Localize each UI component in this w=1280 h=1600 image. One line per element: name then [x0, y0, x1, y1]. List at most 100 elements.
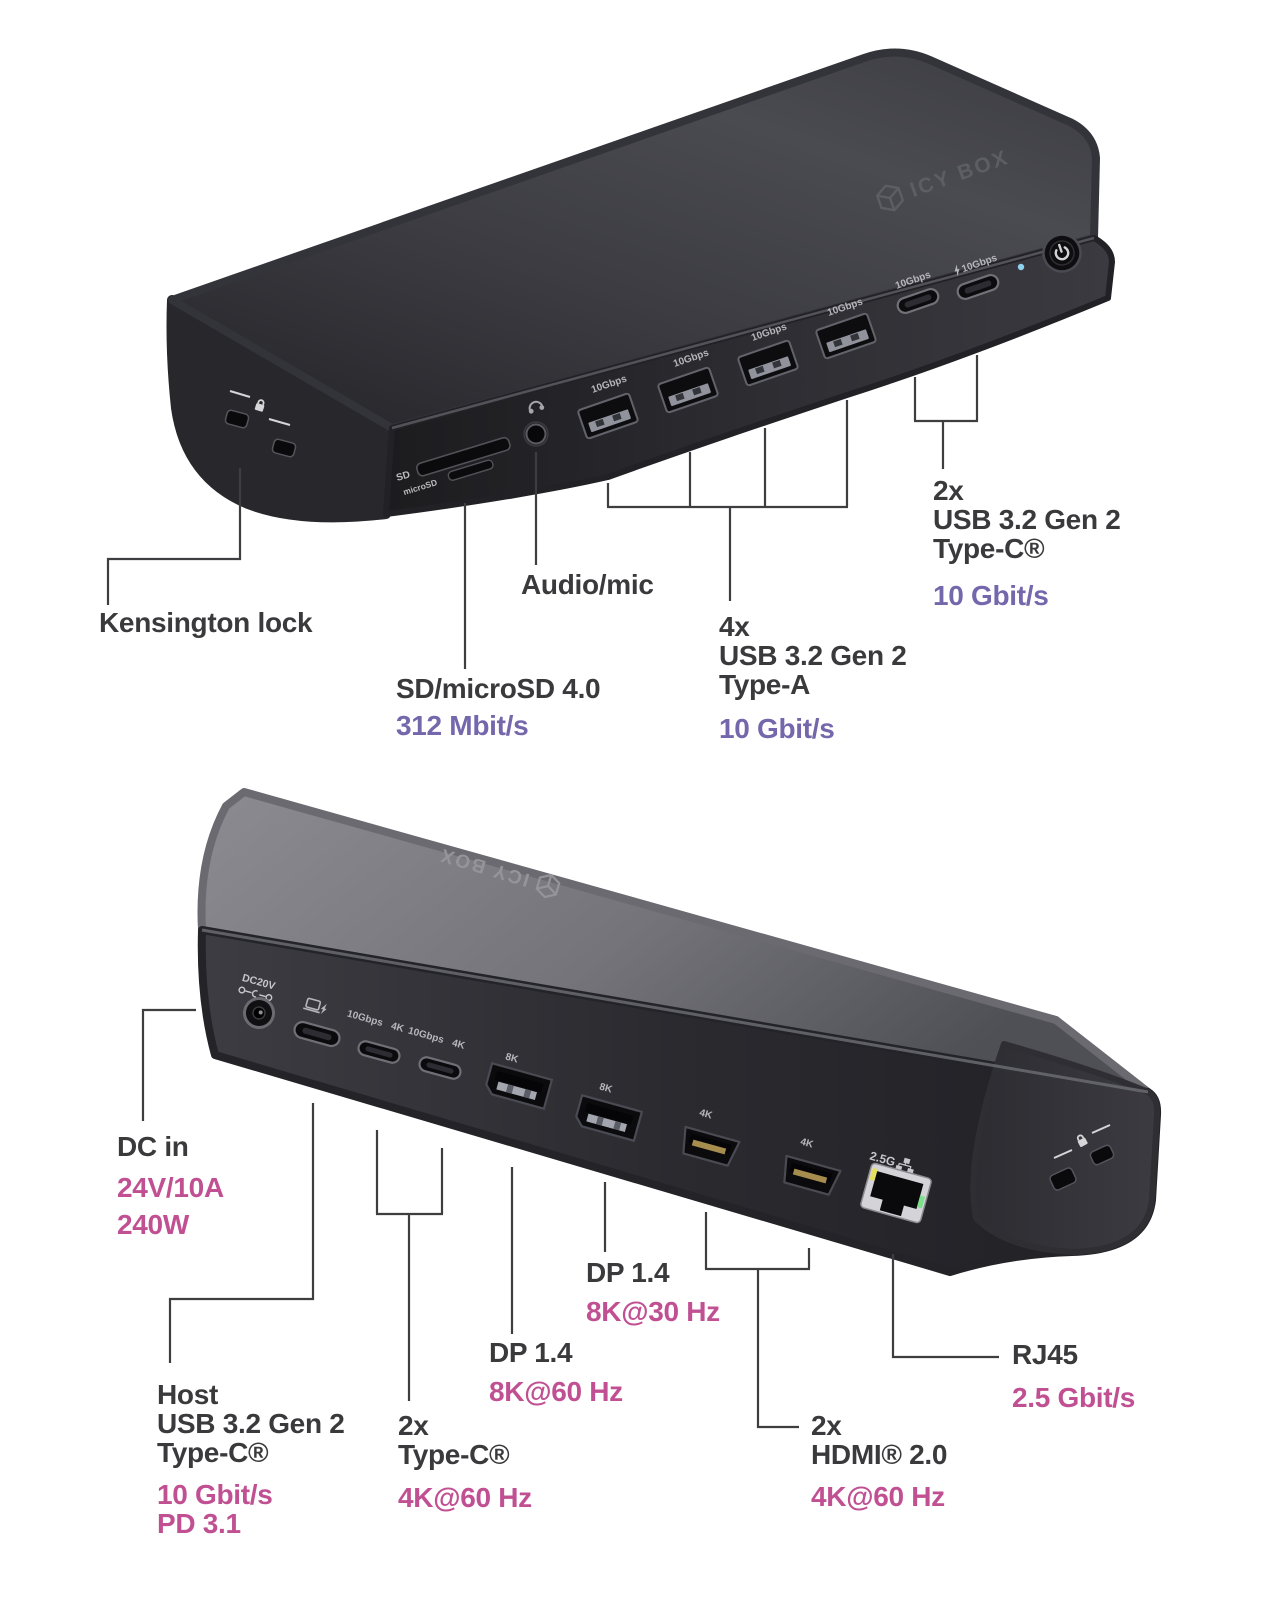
hdmi-marking-1: 4K	[698, 1108, 714, 1122]
dock-rear-view: ICY BOX DC20V 10Gbps	[197, 788, 1162, 1276]
callout-hdmi: 2x HDMI® 2.0 4K@60 Hz	[811, 1411, 947, 1511]
rj45-port	[860, 1162, 932, 1224]
microsd-card-slot	[447, 459, 494, 481]
usb-c-port-2	[956, 274, 1000, 300]
host-usb-c-port	[293, 1020, 341, 1048]
callout-audio: Audio/mic	[521, 570, 654, 599]
callout-standard: HDMI® 2.0	[811, 1439, 948, 1470]
svg-text:4K: 4K	[390, 1021, 406, 1035]
usb-c-video-port-1	[357, 1040, 401, 1064]
hdmi-port-2	[783, 1154, 842, 1196]
usb-a-port-2	[657, 366, 719, 414]
dp-marking-2: 8K	[598, 1082, 614, 1096]
hdmi-port-1	[682, 1125, 741, 1167]
icybox-logo-icon	[875, 184, 905, 212]
callout-dc-in: DC in 24V/10A 240W	[117, 1132, 224, 1239]
callout-count: 2x	[933, 475, 964, 506]
callout-count: 4x	[719, 611, 750, 642]
callout-connector: Type-C®	[398, 1439, 510, 1470]
callout-value: 240W	[117, 1209, 189, 1240]
callout-count: 2x	[398, 1410, 429, 1441]
callout-connector: Type-C®	[157, 1437, 269, 1468]
power-button	[1042, 233, 1082, 273]
callout-standard: USB 3.2 Gen 2	[933, 504, 1121, 535]
sd-marking: SD	[395, 469, 412, 484]
callout-usb-c-video: 2x Type-C® 4K@60 Hz	[398, 1411, 532, 1512]
callout-title: DP 1.4	[586, 1257, 670, 1288]
kensington-slot-2	[1089, 1144, 1115, 1166]
callout-connector: Type-C®	[933, 533, 1045, 564]
kensington-lock-icon	[254, 399, 265, 412]
usb-c-video-port-2	[418, 1056, 462, 1080]
lightning-icon	[954, 264, 960, 277]
kensington-slot-1	[224, 409, 250, 429]
front-top-face	[168, 48, 1100, 432]
kensington-dash-left	[229, 390, 251, 398]
callout-value: 4K@60 Hz	[811, 1481, 945, 1512]
svg-text:4K: 4K	[451, 1038, 467, 1052]
callout-title: Audio/mic	[521, 569, 654, 600]
callout-value: 8K@30 Hz	[586, 1296, 720, 1327]
audio-jack-port	[523, 421, 549, 447]
status-led	[1017, 263, 1025, 271]
callout-standard: USB 3.2 Gen 2	[157, 1408, 345, 1439]
callout-dp-1: DP 1.4 8K@60 Hz	[489, 1338, 623, 1406]
dp-port-1	[485, 1061, 554, 1111]
dock-front-view: ICY BOX SD microSD	[166, 48, 1115, 523]
callout-value: 8K@60 Hz	[489, 1376, 623, 1407]
callout-usb-a: 4x USB 3.2 Gen 2 Type-A 10 Gbit/s	[719, 612, 907, 743]
usb-c-port-1	[896, 288, 940, 314]
callout-title: DC in	[117, 1131, 189, 1162]
callout-value: 24V/10A	[117, 1172, 224, 1203]
sd-card-slot	[416, 436, 511, 481]
rear-right-cap	[970, 1041, 1161, 1255]
callout-speed: 10 Gbit/s	[719, 713, 835, 744]
callout-value: 4K@60 Hz	[398, 1482, 532, 1513]
callout-lines	[106, 355, 999, 1429]
callout-line-usb-a	[606, 400, 849, 601]
callout-line-host	[168, 1103, 315, 1363]
callout-line-dc-in	[141, 1008, 196, 1121]
callout-count: 2x	[811, 1410, 842, 1441]
dp-port-2	[575, 1093, 644, 1143]
usb-a-port-1	[577, 392, 639, 440]
lan-led-green	[916, 1195, 926, 1209]
headphone-icon	[528, 400, 545, 414]
kensington-slot-2	[271, 438, 297, 458]
front-left-cap	[166, 295, 397, 523]
rear-edge-highlight-line	[201, 928, 1149, 1094]
icybox-logo-icon	[535, 873, 561, 899]
callout-speed: 10 Gbit/s	[933, 580, 1049, 611]
kensington-dash-right	[268, 418, 291, 426]
usb-a-port-4	[815, 312, 877, 360]
callout-speed: 10 Gbit/s	[157, 1479, 273, 1510]
callout-rj45: RJ45 2.5 Gbit/s	[1012, 1340, 1135, 1412]
callout-value: 2.5 Gbit/s	[1012, 1382, 1136, 1413]
callout-line-kensington	[106, 468, 242, 605]
callout-host: Host USB 3.2 Gen 2 Type-C® 10 Gbit/s PD …	[157, 1380, 345, 1538]
usb-a-port-3	[737, 339, 799, 387]
callout-connector: Type-A	[719, 669, 811, 700]
kensington-slot-1	[1049, 1167, 1077, 1191]
callout-title: SD/microSD 4.0	[396, 673, 601, 704]
kensington-lock-icon	[1076, 1134, 1088, 1147]
laptop-charge-icon	[303, 997, 327, 1015]
callout-title: DP 1.4	[489, 1337, 573, 1368]
callout-standard: USB 3.2 Gen 2	[719, 640, 907, 671]
callout-dp-2: DP 1.4 8K@30 Hz	[586, 1258, 720, 1326]
power-icon	[1054, 243, 1070, 261]
callout-title: Host	[157, 1379, 219, 1410]
callout-line-usb-c	[913, 355, 979, 469]
callout-title: Kensington lock	[99, 607, 313, 638]
callout-title: RJ45	[1012, 1339, 1078, 1370]
dc-polarity-icon	[238, 986, 273, 1002]
callout-line-rj45	[891, 1254, 999, 1359]
callout-speed: 312 Mbit/s	[396, 710, 529, 741]
dp-marking-1: 8K	[504, 1052, 520, 1066]
dc-in-jack	[243, 997, 275, 1029]
callout-usb-c: 2x USB 3.2 Gen 2 Type-C® 10 Gbit/s	[933, 476, 1121, 610]
kensington-dash-right	[1091, 1124, 1111, 1134]
hdmi-marking-2: 4K	[799, 1137, 815, 1151]
